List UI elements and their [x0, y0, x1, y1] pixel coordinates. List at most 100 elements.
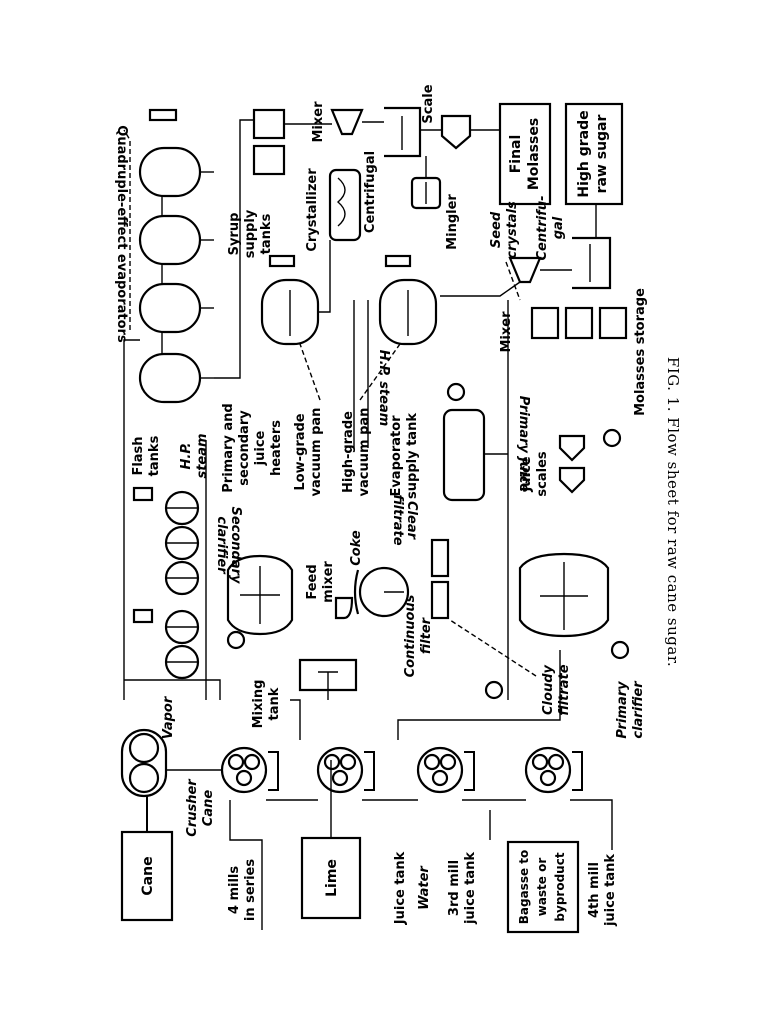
continuous-filter-label-1: Continuous: [403, 594, 418, 677]
cloudy-filtrate-label-2: filtrate: [557, 664, 572, 715]
hp-steam-line-label: H.P. steam: [376, 350, 391, 427]
feed-mixer-label-2: mixer: [321, 561, 336, 603]
fourth-mill-label-1: 4th mill: [587, 862, 602, 918]
cane-italic-label: Cane: [201, 790, 216, 827]
evaporator-1: [138, 352, 214, 404]
raw-sugar-label-2: raw sugar: [594, 114, 610, 193]
flash-tanks-label-1: Flash: [131, 436, 146, 475]
seed-crystals-label-2: crystals: [505, 201, 520, 259]
continuous-filter: [353, 566, 410, 618]
feed-mixer: [334, 596, 354, 620]
centrifugal-bottom: [572, 236, 612, 290]
juice-heaters-label-2: secondary: [237, 410, 252, 486]
evaporator-supply-label-2: supply tank: [405, 413, 420, 499]
fourth-mill-label-2: juice tank: [603, 854, 618, 927]
figure-caption: FIG. 1. Flow sheet for raw cane sugar.: [664, 357, 682, 667]
high-grade-pan-label-1: High-grade: [341, 411, 356, 493]
third-mill-label-1: 3rd mill: [447, 860, 462, 916]
juice-heaters-label-3: juice: [253, 430, 268, 466]
condenser: [148, 108, 178, 122]
final-molasses-box: [498, 102, 552, 206]
high-grade-vacuum-pan: [378, 278, 438, 346]
centrifugal-bottom-label-2: gal: [551, 216, 566, 239]
secondary-clarifier-label-2: clarifier: [214, 516, 229, 575]
crusher-label: Crusher: [185, 778, 200, 837]
flash-tanks-label-2: tanks: [147, 435, 162, 476]
syrup-tank-2: [252, 144, 286, 176]
syrup-tank-1: [252, 108, 286, 140]
evaporator-supply-tank: [442, 408, 486, 502]
lime-box: [300, 836, 362, 920]
secondary-clarifier: [226, 554, 294, 636]
molasses-tank-2: [564, 306, 594, 340]
cloudy-filtrate-label-1: Cloudy: [541, 664, 556, 714]
bagasse-box-label-1: Bagasse to: [517, 850, 531, 925]
primary-clarifier: [518, 552, 610, 638]
low-grade-pan-label-1: Low-grade: [293, 413, 308, 490]
evaporator-2: [138, 282, 214, 334]
primary-clarifier-label-2: clarifier: [631, 680, 646, 739]
high-grade-pan-label-2: vacuum pan: [357, 408, 372, 497]
mixer-top-label: Mixer: [311, 101, 326, 143]
bagasse-box-label-2: waste or: [535, 858, 549, 917]
bagasse-box: [506, 840, 580, 934]
mill-3: [416, 746, 475, 794]
mill-1: [220, 746, 279, 794]
pan-condenser-2: [384, 254, 412, 268]
raw-sugar-label-1: High grade: [576, 110, 592, 197]
mixing-tank-label-2: tank: [267, 687, 282, 720]
primary-clarifier-label-1: Primary: [615, 681, 630, 739]
primary-juice-label: Primary juice: [516, 396, 531, 493]
mixing-tank-label-1: Mixing: [251, 680, 266, 729]
raw-sugar-box: [564, 102, 624, 206]
juice-scales-label-1: Juice: [519, 456, 534, 492]
juice-scale-1: [558, 466, 586, 494]
flash-tank-2: [132, 486, 154, 502]
mill-4: [524, 746, 583, 794]
secondary-clarifier-label-1: Secondary: [228, 506, 243, 584]
crystallizer-label: Crystallizer: [305, 168, 320, 252]
final-molasses-label-2: Molasses: [526, 118, 542, 190]
cane-box: [120, 830, 174, 922]
juice-scale-2: [558, 434, 586, 462]
mill-2: [316, 746, 375, 794]
evaporator-3: [138, 214, 214, 266]
hp-steam-label-2: steam: [195, 433, 210, 478]
juice-tank-label: Juice tank: [393, 851, 408, 925]
molasses-storage-label: Molasses storage: [633, 288, 648, 416]
scale-label: Scale: [421, 84, 436, 123]
mixer-bottom: [508, 256, 542, 284]
evaporator-supply-label-1: Evaporator: [389, 415, 404, 497]
syrup-tanks-label-3: tanks: [259, 213, 274, 254]
low-grade-vacuum-pan: [260, 278, 320, 346]
pump-1: [226, 630, 246, 650]
scale: [440, 114, 472, 150]
mingler: [410, 176, 442, 210]
filtrate-tank-1: [430, 580, 450, 620]
pump-5: [446, 382, 466, 402]
syrup-tanks-label-1: Syrup: [227, 213, 242, 256]
pan-condenser-1: [268, 254, 296, 268]
bagasse-box-label-3: byproduct: [553, 852, 567, 921]
molasses-tank-1: [530, 306, 560, 340]
four-mills-label-1: 4 mills: [227, 866, 242, 914]
four-mills-label-2: in series: [243, 859, 258, 921]
hp-steam-label-1: H.P.: [179, 443, 194, 470]
quad-evaporators-label: Quadruple-effect evaporators: [114, 125, 129, 343]
evaporator-4: [138, 146, 214, 198]
mixer-bottom-label: Mixer: [499, 311, 514, 353]
mingler-label: Mingler: [445, 194, 460, 250]
flash-tank-1: [132, 608, 154, 624]
molasses-tank-3: [598, 306, 628, 340]
centrifugal-bottom-label-1: Centrifu-: [535, 196, 550, 261]
vapor-label: Vapor: [161, 695, 176, 739]
final-molasses-label-1: Final: [508, 135, 524, 174]
centrifugal-top-label: Centrifugal: [363, 151, 378, 233]
juice-heaters-label-1: Primary and: [221, 403, 236, 492]
clear-filtrate-label-1: Clear: [404, 501, 419, 541]
water-label: Water: [417, 865, 432, 910]
pump-4: [602, 428, 622, 448]
mixer-top: [330, 108, 364, 136]
crusher: [120, 728, 168, 798]
